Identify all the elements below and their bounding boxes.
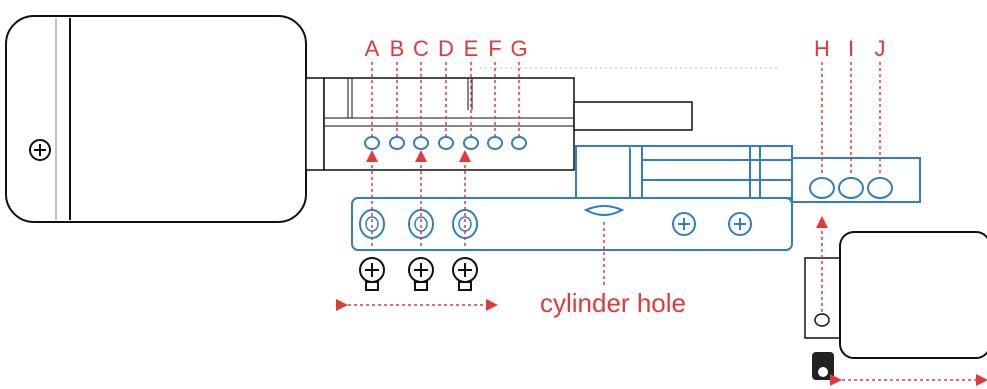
hole-label-a: A [365,36,380,61]
hole-label-i: I [848,36,854,61]
lock-body-screw-icon [29,139,51,161]
hole-label-j: J [875,36,886,61]
hole-label-f: F [488,36,501,61]
label-leader-lines [371,62,520,136]
side-component [804,231,987,359]
lock-body [5,15,307,223]
set-screw-icon [812,352,834,380]
cylinder-hole-label: cylinder hole [540,288,686,318]
shaft-holes [364,136,527,150]
bracket-screw-icon [672,212,752,236]
right-hole-labels: H I J [814,36,885,61]
cylinder-hole-slot [583,205,625,216]
left-hole-labels: A B C D E F G [365,36,528,61]
hole-label-h: H [814,36,830,61]
right-label-leaders [821,62,881,176]
hole-label-d: D [438,36,454,61]
hole-label-e: E [464,36,479,61]
hole-label-c: C [413,36,429,61]
hole-label-g: G [510,36,527,61]
screw-arrows [366,150,471,246]
lock-shaft [305,67,780,171]
hole-label-b: B [390,36,405,61]
cylinder-hole-callout: cylinder hole [540,222,686,318]
loose-screw-icons [359,257,478,291]
right-holes [809,177,893,199]
